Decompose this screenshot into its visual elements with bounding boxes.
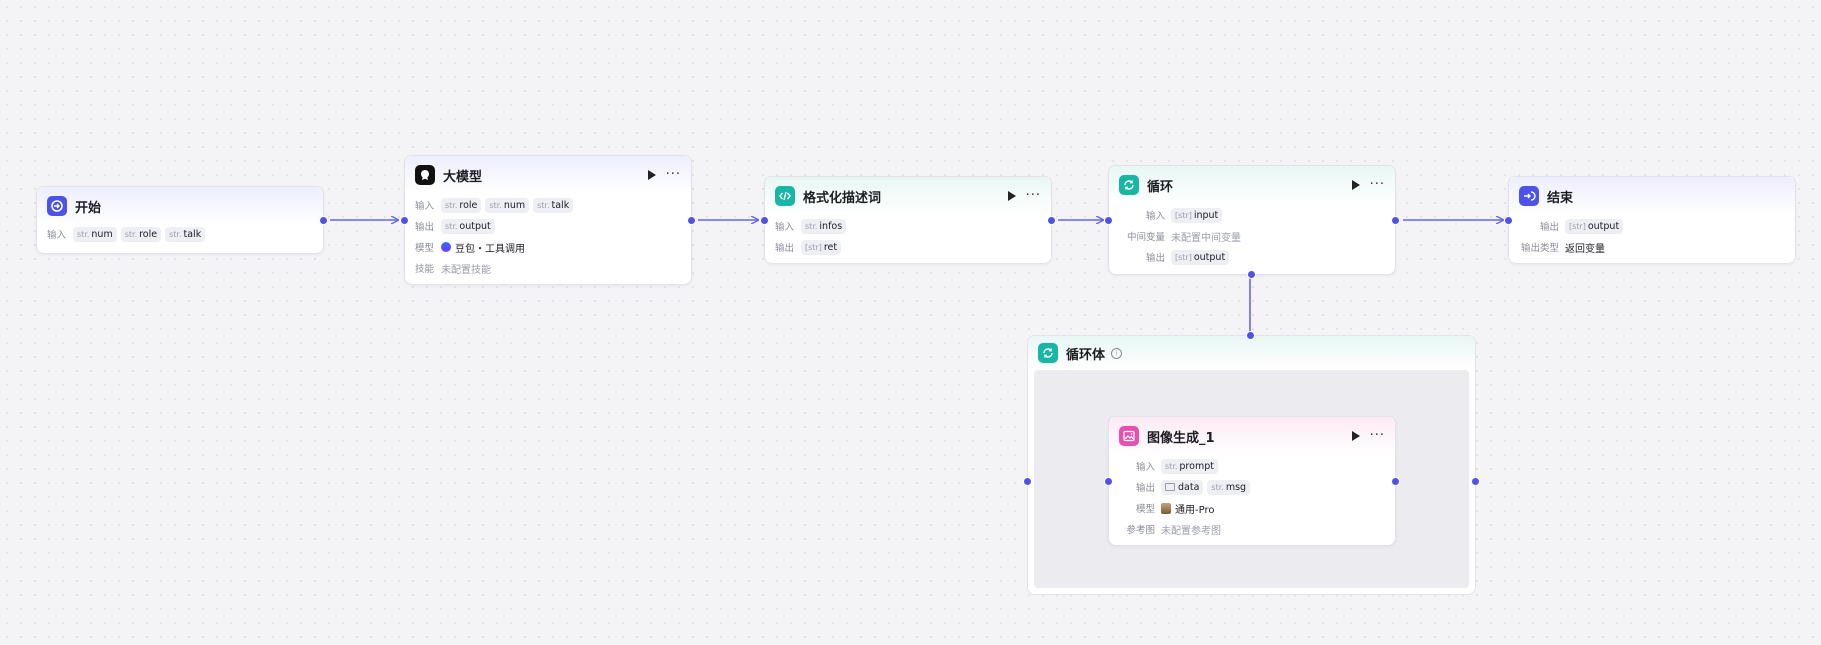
- field-label: 技能: [415, 264, 435, 275]
- doubao-icon: [441, 242, 451, 252]
- var-tag: [str]input: [1171, 207, 1223, 223]
- loop-body-top-port[interactable]: [1246, 331, 1255, 340]
- output-port[interactable]: [1391, 477, 1400, 486]
- field-label: 输出: [415, 222, 435, 233]
- image-icon: [1119, 426, 1139, 446]
- field-label: 模型: [1135, 504, 1155, 515]
- output-port[interactable]: [1391, 216, 1400, 225]
- node-start[interactable]: 开始 输入 str.num str.role str.talk: [36, 186, 328, 254]
- var-tag: str.output: [441, 218, 495, 234]
- var-tag: str.role: [120, 226, 162, 242]
- info-icon[interactable]: i: [1111, 347, 1123, 359]
- input-port[interactable]: [760, 216, 769, 225]
- more-button[interactable]: ···: [665, 167, 681, 182]
- loop-body-port[interactable]: [1247, 270, 1256, 279]
- field-label: 输入: [47, 230, 67, 241]
- var-tag: str.infos: [801, 218, 847, 234]
- var-tag: str.msg: [1207, 479, 1251, 495]
- skill-value: 未配置技能: [441, 264, 491, 276]
- start-icon: [47, 196, 67, 216]
- var-tag: [str]ret: [801, 239, 842, 255]
- var-tag: str.num: [73, 226, 117, 242]
- ref-image-value: 未配置参考图: [1161, 525, 1221, 537]
- var-tag: data: [1161, 479, 1204, 495]
- var-tag: [str]output: [1565, 218, 1624, 234]
- field-label: 参考图: [1126, 525, 1155, 536]
- input-port[interactable]: [1504, 216, 1513, 225]
- node-title: 格式化描述词: [803, 190, 882, 206]
- node-title: 循环体: [1066, 347, 1106, 363]
- input-port[interactable]: [1104, 477, 1113, 486]
- code-icon: [775, 186, 795, 206]
- field-label: 模型: [415, 243, 435, 254]
- field-label: 输出: [1145, 253, 1165, 264]
- var-tag: str.prompt: [1161, 458, 1218, 474]
- end-icon: [1519, 186, 1539, 206]
- node-loop[interactable]: 循环 ··· 输入 [str]input 中间变量 未配置中间变量 输出 [st…: [1104, 165, 1400, 279]
- model-name: 通用-Pro: [1175, 504, 1215, 516]
- run-button[interactable]: [1007, 191, 1016, 201]
- field-label: 输出: [775, 243, 795, 254]
- field-label: 输出: [1539, 222, 1559, 233]
- node-llm[interactable]: 大模型 ··· 输入 str.role str.num str.talk 输出 …: [400, 155, 696, 285]
- var-tag: str.role: [441, 197, 482, 213]
- node-format[interactable]: 格式化描述词 ··· 输入 str.infos 输出 [str]ret: [760, 176, 1056, 264]
- loop-icon: [1119, 175, 1139, 195]
- node-end[interactable]: 结束 输出 [str]output 输出类型 返回变量: [1504, 176, 1796, 264]
- field-label: 输入: [1135, 462, 1155, 473]
- run-button[interactable]: [1351, 431, 1360, 441]
- model-thumbnail-icon: [1161, 502, 1171, 514]
- image-type-icon: [1165, 483, 1175, 491]
- var-tag: str.num: [485, 197, 530, 213]
- loop-body-left-port[interactable]: [1023, 477, 1032, 486]
- input-port[interactable]: [400, 216, 409, 225]
- llm-icon: [415, 165, 435, 185]
- output-type-value: 返回变量: [1565, 243, 1605, 255]
- var-tag: [str]output: [1171, 249, 1230, 265]
- node-image-gen[interactable]: 图像生成_1 ··· 输入 str.prompt 输出 data str.msg…: [1104, 416, 1400, 546]
- intermediate-value: 未配置中间变量: [1171, 232, 1241, 244]
- node-title: 结束: [1547, 190, 1574, 206]
- var-tag: str.talk: [533, 197, 574, 213]
- loop-body-right-port[interactable]: [1471, 477, 1480, 486]
- field-label: 输出: [1135, 483, 1155, 494]
- node-title: 图像生成_1: [1147, 430, 1215, 446]
- more-button[interactable]: ···: [1369, 428, 1385, 443]
- loop-icon: [1038, 343, 1058, 363]
- more-button[interactable]: ···: [1369, 177, 1385, 192]
- input-port[interactable]: [1104, 216, 1113, 225]
- node-title: 大模型: [443, 169, 483, 185]
- output-port[interactable]: [687, 216, 696, 225]
- output-port[interactable]: [1047, 216, 1056, 225]
- output-port[interactable]: [319, 216, 328, 225]
- var-tag: str.talk: [165, 226, 206, 242]
- field-label: 中间变量: [1126, 232, 1165, 243]
- node-title: 开始: [75, 200, 102, 216]
- more-button[interactable]: ···: [1025, 188, 1041, 203]
- model-name: 豆包・工具调用: [455, 243, 525, 255]
- field-label: 输入: [415, 201, 435, 212]
- field-label: 输入: [1145, 211, 1165, 222]
- node-title: 循环: [1147, 179, 1174, 195]
- field-label: 输入: [775, 222, 795, 233]
- run-button[interactable]: [647, 170, 656, 180]
- field-label: 输出类型: [1520, 243, 1559, 254]
- run-button[interactable]: [1351, 180, 1360, 190]
